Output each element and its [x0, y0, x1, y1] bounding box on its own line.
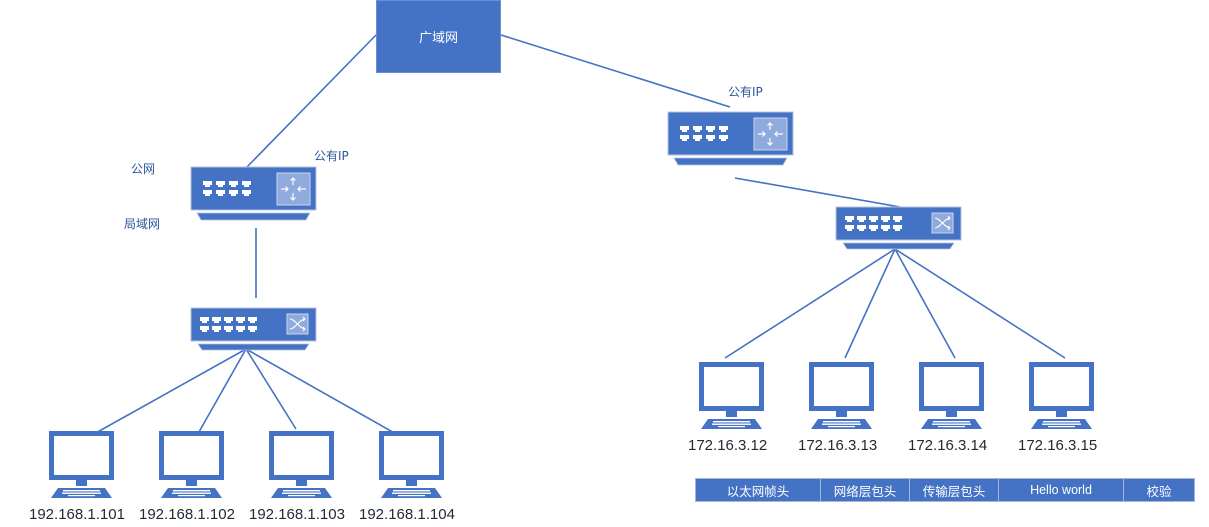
packet-field-network-header: 网络层包头	[821, 479, 910, 501]
right-router-icon	[668, 112, 793, 165]
link-right-switch-host2	[844, 248, 896, 359]
link-wan-left-router	[245, 34, 377, 169]
link-right-router-switch	[734, 177, 901, 208]
computer-icon	[811, 365, 872, 430]
host-ip-label: 172.16.3.12	[688, 437, 768, 454]
computer-icon	[161, 434, 222, 499]
left-public-ip-label: 公有IP	[314, 149, 349, 163]
computer-icon	[51, 434, 112, 499]
computer-icon	[271, 434, 332, 499]
link-left-switch-host4	[245, 348, 406, 440]
link-right-switch-host4	[894, 248, 1066, 359]
host-ip-label: 172.16.3.13	[798, 437, 878, 454]
computer-icon	[1031, 365, 1092, 430]
left-router-icon	[191, 167, 316, 220]
host-ip-label: 172.16.3.15	[1018, 437, 1098, 454]
host-ip-label: 192.168.1.104	[359, 506, 455, 523]
left-switch-icon	[191, 308, 316, 350]
wan-label: 广域网	[418, 31, 458, 46]
packet-field-ethernet-header: 以太网帧头	[696, 479, 821, 501]
link-left-switch-host2	[194, 348, 247, 440]
lan-label: 局域网	[124, 217, 161, 231]
packet-field-payload: Hello world	[999, 479, 1124, 501]
host-ip-label: 192.168.1.101	[29, 506, 125, 523]
right-public-ip-label: 公有IP	[728, 85, 763, 99]
link-left-switch-host1	[84, 348, 247, 440]
computer-icon	[921, 365, 982, 430]
packet-field-checksum: 校验	[1124, 479, 1194, 501]
computer-icon	[381, 434, 442, 499]
link-wan-right-router	[500, 34, 731, 108]
packet-structure: 以太网帧头 网络层包头 传输层包头 Hello world 校验	[695, 478, 1195, 502]
host-ip-label: 192.168.1.103	[249, 506, 345, 523]
computer-icon	[701, 365, 762, 430]
link-left-switch-host3	[245, 348, 297, 430]
link-right-switch-host1	[724, 248, 896, 359]
public-network-label: 公网	[131, 162, 156, 176]
right-switch-icon	[836, 207, 961, 249]
link-right-switch-host3	[894, 248, 956, 359]
wan-node: 广域网	[376, 0, 501, 73]
host-ip-label: 172.16.3.14	[908, 437, 988, 454]
host-ip-label: 192.168.1.102	[139, 506, 235, 523]
packet-field-transport-header: 传输层包头	[910, 479, 999, 501]
